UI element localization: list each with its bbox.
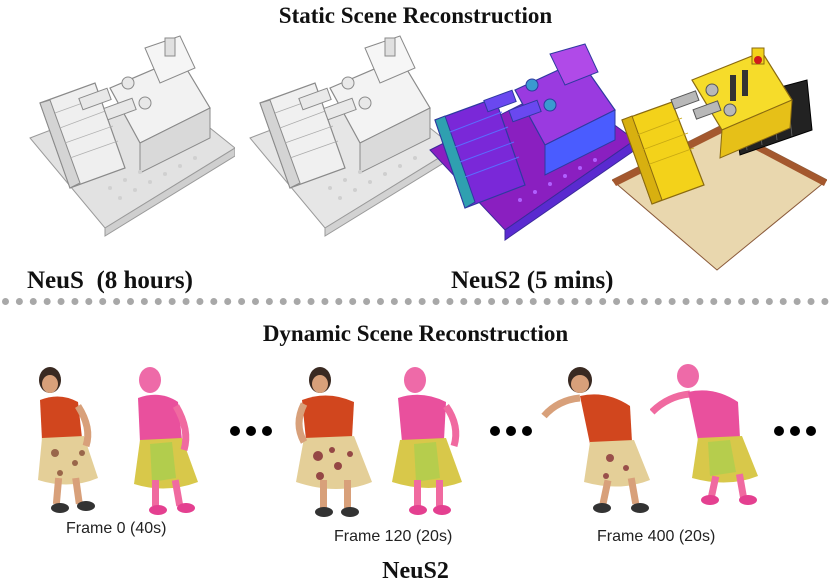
frame0-color-render <box>38 367 98 513</box>
frame-label-400: Frame 400 (20s) <box>597 528 716 545</box>
dynamic-section-title: Dynamic Scene Reconstruction <box>262 321 569 346</box>
static-section-title: Static Scene Reconstruction <box>278 3 553 28</box>
frame120-normal-render <box>392 367 462 515</box>
frame400-normal-render <box>650 364 758 505</box>
neus2-color-render <box>612 47 827 271</box>
neus-method-label: NeuS (8 hours) <box>27 267 193 294</box>
ellipsis-icon <box>490 426 532 436</box>
frame-label-0: Frame 0 (40s) <box>66 520 167 537</box>
section-divider <box>2 298 829 305</box>
neus-mesh-render <box>29 35 235 237</box>
dynamic-method-label: NeuS2 <box>382 558 449 584</box>
neus2-method-label: NeuS2 (5 mins) <box>451 267 614 294</box>
neus2-mesh-render <box>249 35 455 237</box>
ellipsis-icon <box>774 426 816 436</box>
frame120-color-render <box>295 367 372 517</box>
neus2-normal-render <box>429 43 636 241</box>
frame0-normal-render <box>134 367 198 515</box>
frame-label-120: Frame 120 (20s) <box>334 528 453 545</box>
frame400-color-render <box>541 367 650 513</box>
ellipsis-icon <box>230 426 272 436</box>
